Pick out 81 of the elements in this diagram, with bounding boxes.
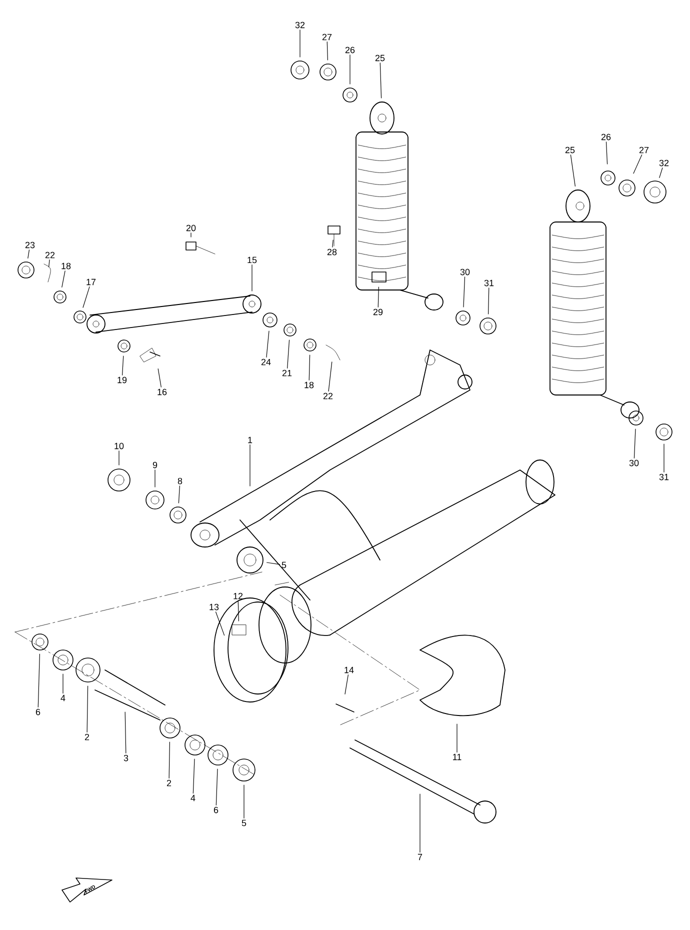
leader-line — [659, 168, 663, 178]
callout-number: 8 — [178, 478, 182, 484]
callout-number: 15 — [248, 256, 257, 264]
leader-line — [266, 330, 270, 358]
leader-line — [48, 260, 50, 268]
callout-number: 16 — [158, 388, 167, 396]
callout-number: 28 — [327, 248, 337, 256]
callout-number: 1 — [248, 436, 252, 444]
leader-line — [456, 724, 458, 752]
callout-number: 25 — [565, 146, 575, 154]
callout-number: 5 — [242, 820, 246, 826]
leader-line — [122, 356, 124, 376]
callout-number: 19 — [118, 376, 127, 384]
leader-line — [344, 674, 348, 694]
leader-line — [168, 742, 170, 778]
callout-number: 18 — [62, 262, 71, 270]
leader-line — [378, 286, 379, 308]
leader-line — [62, 270, 66, 288]
callout-number: 26 — [601, 134, 611, 140]
callout-number: 32 — [659, 160, 669, 166]
leader-line — [332, 240, 334, 248]
leader-line — [178, 486, 180, 504]
leader-line — [82, 286, 90, 308]
callout-number: 21 — [282, 370, 292, 376]
callout-number: 30 — [629, 460, 639, 466]
leader-line — [634, 428, 636, 458]
callout-number: 32 — [295, 22, 305, 28]
leader-line — [326, 42, 328, 60]
leader-line — [190, 232, 192, 238]
callout-number: 22 — [45, 252, 55, 258]
callout-number: 23 — [25, 242, 35, 248]
callout-number: 6 — [36, 708, 40, 716]
callout-number: 2 — [84, 734, 90, 740]
callout-number: 11 — [453, 754, 462, 760]
callout-number: 27 — [322, 34, 332, 40]
leader-line — [86, 686, 88, 732]
callout-number: 30 — [460, 268, 470, 276]
leader-line — [118, 450, 120, 466]
callout-number: 24 — [261, 358, 271, 366]
leader-line — [308, 354, 310, 380]
leader-line — [158, 368, 162, 388]
callout-number: 20 — [186, 224, 196, 232]
leader-line — [287, 340, 290, 368]
callout-number: 12 — [234, 592, 243, 600]
callout-number: 10 — [114, 442, 124, 450]
leader-line — [62, 674, 64, 694]
callout-number: 2 — [166, 780, 172, 786]
leader-line — [488, 288, 490, 314]
leader-line — [216, 768, 218, 806]
leader-line — [633, 154, 642, 174]
leader-line — [328, 362, 332, 392]
leader-line — [606, 142, 608, 164]
leader-line — [380, 62, 382, 98]
leader-line — [28, 250, 30, 258]
callout-number: 17 — [86, 278, 96, 286]
callout-number: 22 — [323, 392, 333, 400]
callout-number: 29 — [373, 308, 383, 316]
leader-line — [238, 600, 239, 622]
leader-line — [215, 612, 225, 636]
callout-number: 5 — [282, 562, 286, 568]
callout-number: 4 — [190, 794, 196, 802]
callout-number: 7 — [418, 854, 422, 860]
leader-line — [154, 470, 156, 488]
leader-line — [266, 562, 280, 565]
leader-line — [124, 712, 126, 754]
leader-line — [463, 276, 466, 308]
callout-number: 13 — [210, 604, 219, 610]
callout-number: 25 — [375, 54, 385, 62]
callout-number: 3 — [124, 754, 128, 762]
callout-number: 4 — [60, 694, 66, 702]
leader-line — [38, 654, 40, 708]
leader-line — [192, 758, 195, 794]
callout-number: 27 — [639, 146, 649, 154]
leader-line — [570, 154, 576, 187]
callout-number: 9 — [152, 462, 158, 468]
callout-number: 31 — [484, 280, 494, 286]
callout-number: 18 — [304, 382, 314, 388]
callout-number: 14 — [344, 666, 354, 674]
callout-number: 31 — [659, 474, 669, 480]
callout-number: 26 — [345, 46, 355, 54]
callout-number: 6 — [214, 806, 218, 814]
